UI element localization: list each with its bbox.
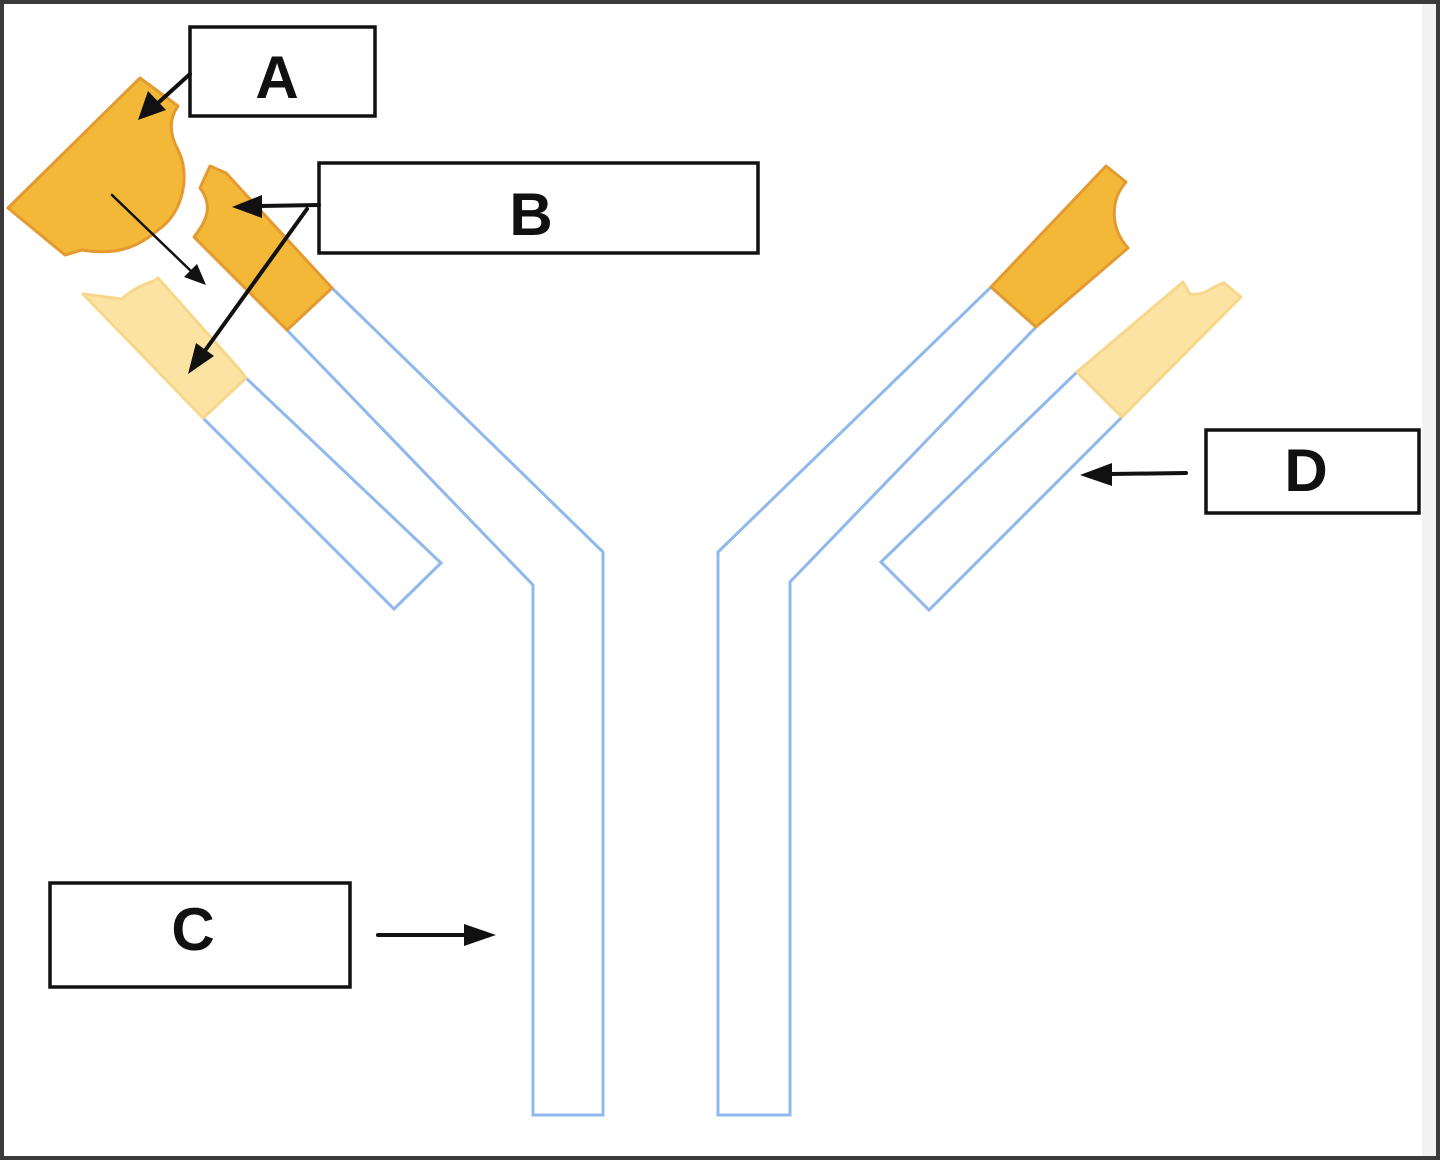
label-c-text: C [171, 896, 214, 963]
label-d-text: D [1284, 437, 1327, 504]
arrow-c [376, 924, 496, 946]
label-d: D [1204, 428, 1421, 515]
label-a: A [188, 25, 377, 118]
arrow-a [138, 72, 192, 120]
label-c: C [48, 881, 352, 989]
label-b: B [317, 161, 760, 255]
arrow-b-upper [232, 195, 321, 218]
right-heavy-chain-variable-region [989, 164, 1130, 329]
antigen-fragment [6, 76, 186, 257]
label-a-text: A [255, 44, 298, 111]
right-margin-strip [1422, 0, 1440, 1160]
left-heavy-chain-variable-region [192, 164, 334, 332]
left-light-chain-variable-region [81, 276, 248, 420]
arrow-d [1080, 463, 1188, 486]
arrow-antigen-binding [110, 193, 206, 285]
label-b-text: B [509, 181, 552, 248]
arrow-b-lower [188, 207, 309, 374]
right-light-chain-variable-region [1075, 280, 1243, 419]
